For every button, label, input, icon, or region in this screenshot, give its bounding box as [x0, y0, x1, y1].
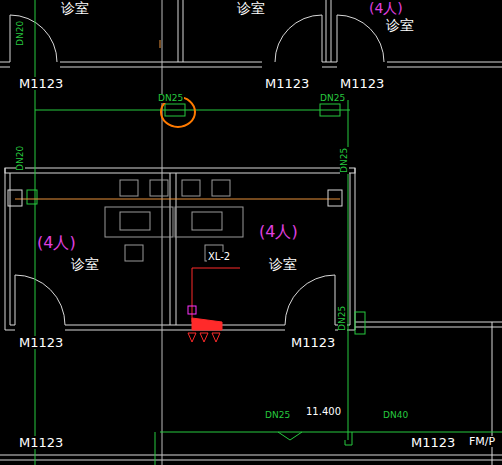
door-tag: M1123	[410, 436, 456, 449]
pipe-size: DN25	[340, 147, 349, 174]
pipe-size: DN20	[16, 20, 25, 47]
door-tag: M1123	[18, 77, 64, 90]
equipment-tag: FM/P	[468, 436, 496, 447]
pipe-size: DN20	[16, 145, 25, 172]
capacity-note: (4人)	[258, 224, 299, 240]
capacity-note: (4人)	[36, 235, 77, 251]
elevation: 11.400	[305, 407, 342, 417]
room-name: 诊室	[70, 257, 100, 271]
door-tag: M1123	[18, 436, 64, 449]
pipe-size: DN25	[338, 305, 347, 332]
riser-tag: XL-2	[207, 252, 231, 262]
room-name: 诊室	[385, 18, 415, 32]
room-name: 诊室	[268, 257, 298, 271]
pipe-size: DN25	[319, 94, 346, 103]
capacity-note: (4人)	[368, 1, 404, 15]
room-name: 诊室	[236, 1, 266, 15]
door-tag: M1123	[290, 336, 336, 349]
pipe-size: DN25	[157, 94, 184, 103]
door-tag: M1123	[18, 336, 64, 349]
pipe-size: DN40	[382, 411, 409, 420]
door-tag: M1123	[339, 77, 385, 90]
room-name: 诊室	[60, 1, 90, 15]
pipe-size: DN25	[264, 411, 291, 420]
door-tag: M1123	[264, 77, 310, 90]
